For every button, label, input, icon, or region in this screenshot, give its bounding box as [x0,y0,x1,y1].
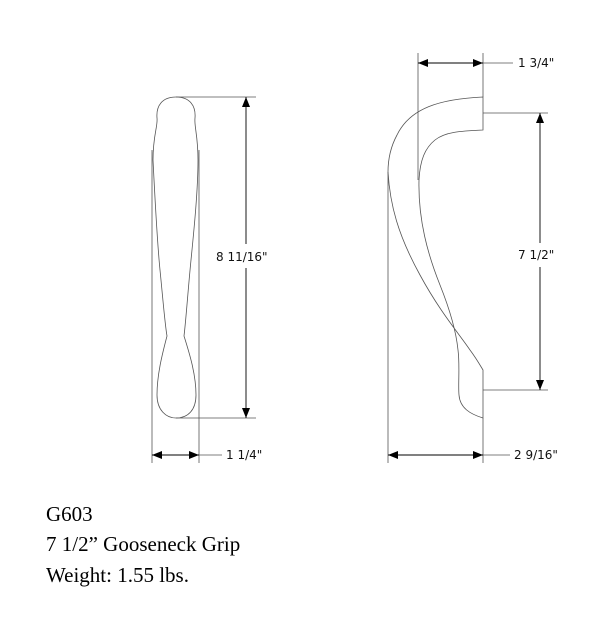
product-weight: Weight: 1.55 lbs. [46,563,189,587]
width-label: 1 1/4" [226,448,262,462]
front-view-outline [152,96,199,419]
side-view-outline [387,96,484,419]
model-number: G603 [46,502,93,526]
height-label: 8 11/16" [216,250,268,264]
top-width-label: 1 3/4" [518,56,554,70]
center-to-center-label: 7 1/2" [518,248,554,262]
depth-label: 2 9/16" [514,448,558,462]
product-name: 7 1/2” Gooseneck Grip [46,532,241,556]
